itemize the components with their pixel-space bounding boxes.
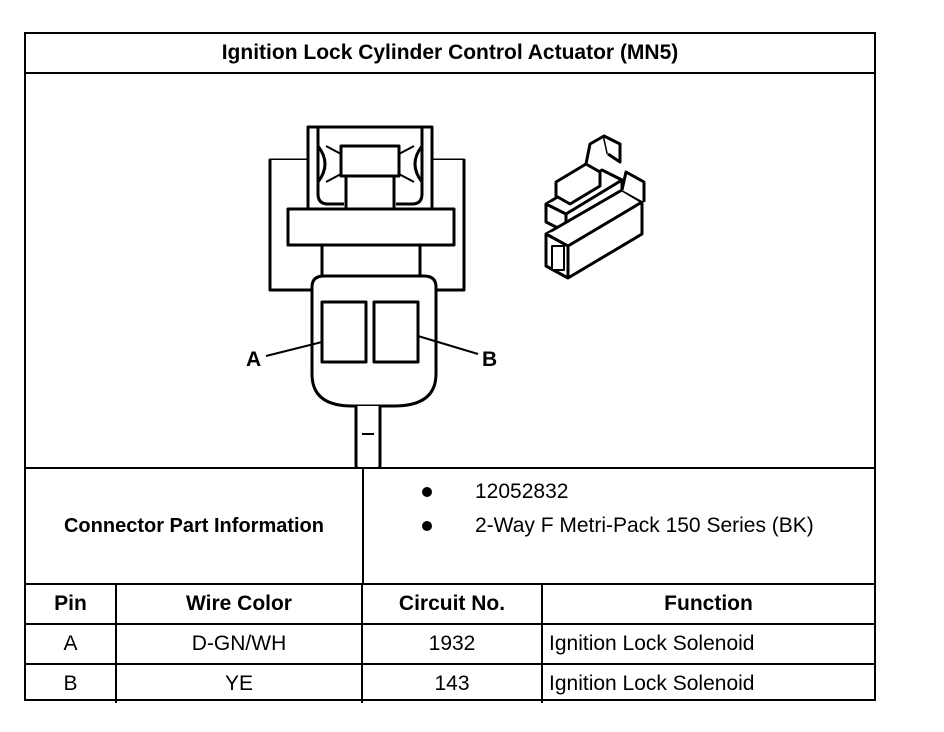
pin-table-header: Pin Wire Color Circuit No. Function [26,585,874,625]
pin-a-callout: A [246,348,261,371]
connector-type: 2-Way F Metri-Pack 150 Series (BK) [475,514,814,537]
connector-isometric-view-icon [544,134,646,280]
pin-cell: B [26,663,117,703]
col-header-function: Function [541,585,874,625]
part-number: 12052832 [475,480,569,503]
bullet-icon [422,487,432,497]
connector-part-info-list: 12052832 2-Way F Metri-Pack 150 Series (… [364,469,874,583]
wire-color-cell: D-GN/WH [115,623,363,665]
connector-figure: A B [26,74,874,469]
bullet-icon [422,521,432,531]
wire-color-cell: YE [115,663,363,703]
circuit-no-cell: 143 [361,663,543,703]
circuit-no-cell: 1932 [361,623,543,665]
pin-table: Pin Wire Color Circuit No. Function A D-… [26,585,874,703]
connector-type-item: 2-Way F Metri-Pack 150 Series (BK) [364,513,814,539]
function-cell: Ignition Lock Solenoid [541,623,874,665]
connector-face-view-icon [265,125,479,467]
pin-cell: A [26,623,117,665]
part-number-item: 12052832 [364,479,568,505]
table-row: B YE 143 Ignition Lock Solenoid [26,663,874,703]
connector-part-info-label: Connector Part Information [26,469,364,583]
page-title: Ignition Lock Cylinder Control Actuator … [26,34,874,74]
connector-end-view-sheet: Ignition Lock Cylinder Control Actuator … [24,32,876,703]
col-header-circuit-no: Circuit No. [361,585,543,625]
col-header-wire-color: Wire Color [115,585,363,625]
table-row: A D-GN/WH 1932 Ignition Lock Solenoid [26,623,874,665]
pin-b-callout: B [482,348,497,371]
col-header-pin: Pin [26,585,117,625]
connector-part-info: Connector Part Information 12052832 2-Wa… [26,469,874,585]
function-cell: Ignition Lock Solenoid [541,663,874,703]
connector-drawing: A B [246,125,646,467]
